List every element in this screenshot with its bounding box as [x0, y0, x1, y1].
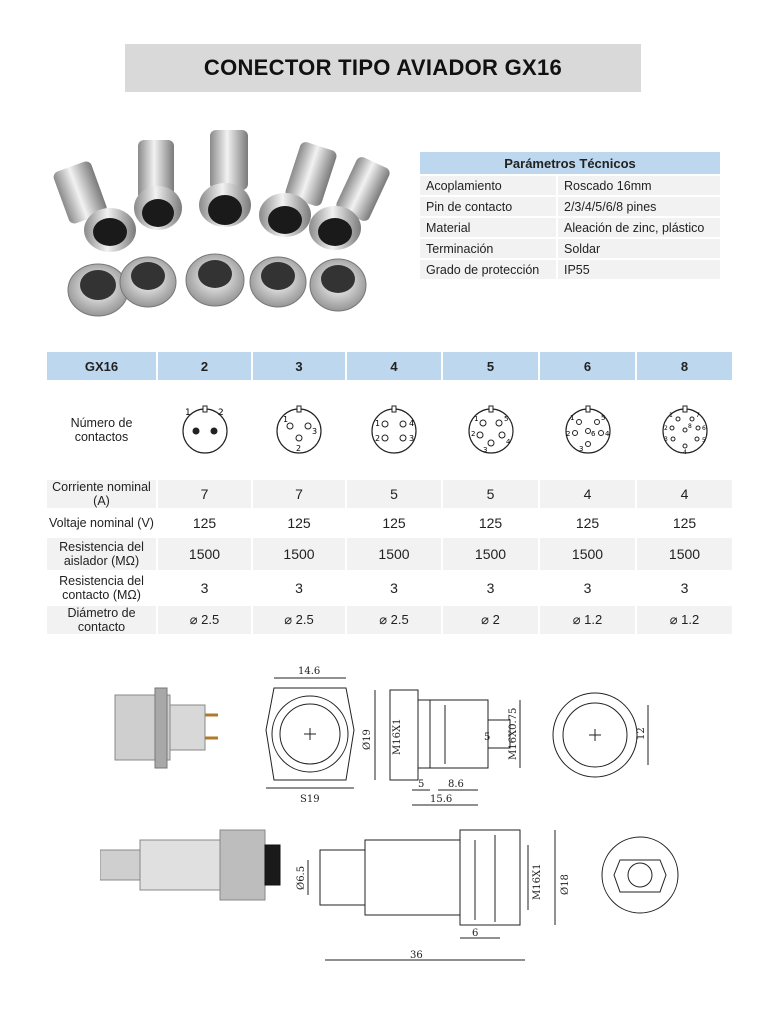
socket-front-view: 14.6 S19 [265, 666, 355, 805]
socket-connector-photo [67, 253, 367, 317]
svg-text:4: 4 [409, 419, 414, 428]
svg-text:8: 8 [688, 423, 692, 430]
svg-text:2: 2 [566, 430, 570, 438]
svg-text:2: 2 [218, 408, 224, 418]
dim-label: Ø6.5 [296, 866, 307, 890]
plug-end-view [601, 836, 679, 914]
dim-label: 14.6 [298, 666, 320, 677]
column-header: 3 [252, 352, 347, 380]
dim-label: Ø18 [560, 874, 571, 895]
dim-label: 36 [410, 950, 423, 961]
svg-text:1: 1 [375, 419, 380, 428]
dim-label: 6 [472, 928, 478, 939]
svg-text:3: 3 [579, 445, 583, 453]
socket-end-view: 12 [552, 692, 649, 778]
svg-text:1: 1 [185, 408, 191, 418]
pin-diagram-8: 1 7 2 6 3 5 4 8 [661, 405, 708, 456]
table-row: Resistencia del aislador (MΩ) 1500 1500 … [47, 538, 734, 570]
svg-text:3: 3 [312, 427, 317, 436]
svg-text:1: 1 [474, 415, 478, 423]
dimension-drawings: 14.6 S19 Ø19 M16X1 M16X0.75 5 5 8.6 15.6… [100, 666, 679, 961]
plug-connector-photo [53, 161, 136, 252]
specification-table: GX16 2 3 4 5 6 8 Número de contactos 1 2 [47, 352, 734, 634]
technical-parameters-table: Parámetros Técnicos Acoplamiento Roscado… [420, 152, 720, 281]
svg-text:7: 7 [696, 412, 700, 419]
pin-diagram-2: 1 2 [181, 405, 228, 454]
pin-diagram-5: 1 5 2 4 3 [467, 405, 514, 454]
dim-label: 12 [636, 727, 647, 740]
svg-text:6: 6 [702, 425, 706, 432]
pin-layout-row: Número de contactos 1 2 1 [47, 380, 734, 480]
table-row: Voltaje nominal (V) 125 125 125 125 125 … [47, 508, 734, 538]
svg-text:2: 2 [471, 430, 475, 438]
table-row: Material Aleación de zinc, plástico [420, 217, 720, 239]
dim-label: 5 [484, 732, 490, 743]
dim-label: S19 [300, 794, 320, 805]
column-header: 2 [157, 352, 253, 380]
svg-text:6: 6 [591, 430, 596, 438]
svg-text:5: 5 [702, 437, 706, 444]
dim-label: Ø19 [362, 729, 373, 750]
svg-text:2: 2 [664, 425, 668, 432]
column-header: 8 [636, 352, 734, 380]
dim-label: 5 [418, 779, 424, 790]
table-row: Pin de contacto 2/3/4/5/6/8 pines [420, 196, 720, 218]
plug-side-view: Ø6.5 M16X1 Ø18 6 36 [296, 829, 571, 961]
svg-text:4: 4 [683, 449, 687, 456]
params-header: Parámetros Técnicos [420, 152, 720, 176]
svg-text:2: 2 [296, 444, 301, 453]
dim-label: M16X1 [532, 864, 543, 900]
pin-diagram-6: 1 5 2 4 6 3 [564, 405, 611, 454]
svg-text:4: 4 [506, 438, 511, 446]
svg-text:3: 3 [483, 446, 487, 454]
product-photo [53, 130, 390, 317]
pin-diagram-3: 1 3 2 [276, 405, 322, 454]
dim-label: M16X0.75 [508, 708, 519, 760]
svg-text:1: 1 [283, 415, 288, 424]
svg-text:3: 3 [664, 436, 668, 443]
svg-text:1: 1 [669, 412, 673, 419]
pin-diagram-4: 1 4 2 3 [371, 405, 417, 454]
table-row: Corriente nominal (A) 7 7 5 5 4 4 [47, 480, 734, 508]
table-row: Terminación Soldar [420, 238, 720, 260]
svg-text:5: 5 [504, 415, 508, 423]
dim-label: 8.6 [448, 779, 464, 790]
column-header: 5 [442, 352, 540, 380]
svg-text:4: 4 [605, 430, 610, 438]
table-row: Diámetro de contacto ⌀ 2.5 ⌀ 2.5 ⌀ 2.5 ⌀… [47, 606, 734, 634]
column-header: 6 [539, 352, 637, 380]
page-title: CONECTOR TIPO AVIADOR GX16 [125, 44, 641, 92]
table-row: Acoplamiento Roscado 16mm [420, 175, 720, 197]
svg-text:5: 5 [601, 414, 605, 422]
spec-corner: GX16 [47, 352, 158, 380]
socket-side-view: Ø19 M16X1 M16X0.75 5 5 8.6 15.6 [362, 689, 521, 806]
svg-text:2: 2 [375, 434, 380, 443]
svg-text:1: 1 [570, 414, 574, 422]
column-header: 4 [346, 352, 443, 380]
svg-text:3: 3 [409, 434, 414, 443]
table-row: Grado de protección IP55 [420, 259, 720, 281]
plug-side-photo [100, 829, 281, 901]
dim-label: M16X1 [392, 719, 403, 755]
socket-side-photo [114, 687, 218, 769]
table-row: Resistencia del contacto (MΩ) 3 3 3 3 3 … [47, 570, 734, 606]
dim-label: 15.6 [430, 794, 452, 805]
